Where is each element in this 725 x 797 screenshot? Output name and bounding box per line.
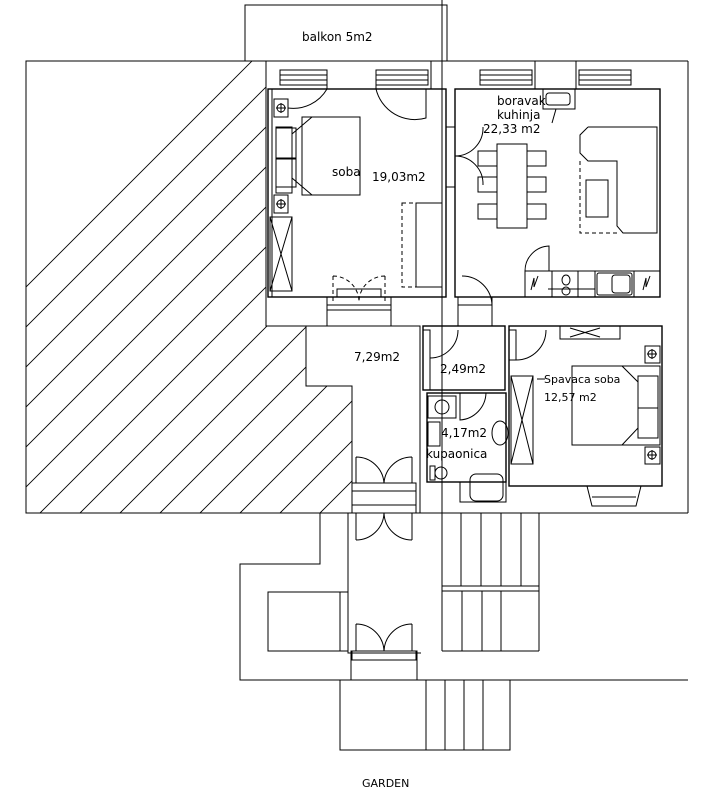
- room-bedroom: Spavaca soba 12,57 m2: [508, 325, 663, 507]
- room-bathroom: 4,17m2 kupaonica: [426, 392, 509, 503]
- room-hall: 7,29m2: [305, 325, 421, 541]
- hatched-area: [25, 60, 353, 514]
- balcony-label: balkon 5m2: [302, 30, 373, 44]
- exterior-structure: GARDEN: [239, 0, 688, 790]
- garden-label: GARDEN: [362, 777, 409, 790]
- room-storage: 2,49m2: [422, 325, 506, 391]
- room-area: 2,49m2: [440, 362, 486, 376]
- room-area: 7,29m2: [354, 350, 400, 364]
- balcony: balkon 5m2: [244, 4, 448, 62]
- room-name: soba: [332, 165, 361, 179]
- room-living-kitchen: boravak kuhinja 22,33 m2: [445, 88, 661, 327]
- room-name-1: boravak: [497, 94, 546, 108]
- room-name: Spavaca soba: [544, 373, 620, 386]
- room-soba: soba 19,03m2: [267, 70, 447, 327]
- room-area: 19,03m2: [372, 170, 426, 184]
- room-area: 12,57 m2: [544, 391, 597, 404]
- room-area: 4,17m2: [441, 426, 487, 440]
- room-name: kupaonica: [426, 447, 487, 461]
- top-windows: [279, 61, 632, 89]
- lamp-icon: [273, 194, 289, 214]
- room-name-2: kuhinja: [497, 108, 540, 122]
- room-area: 22,33 m2: [483, 122, 541, 136]
